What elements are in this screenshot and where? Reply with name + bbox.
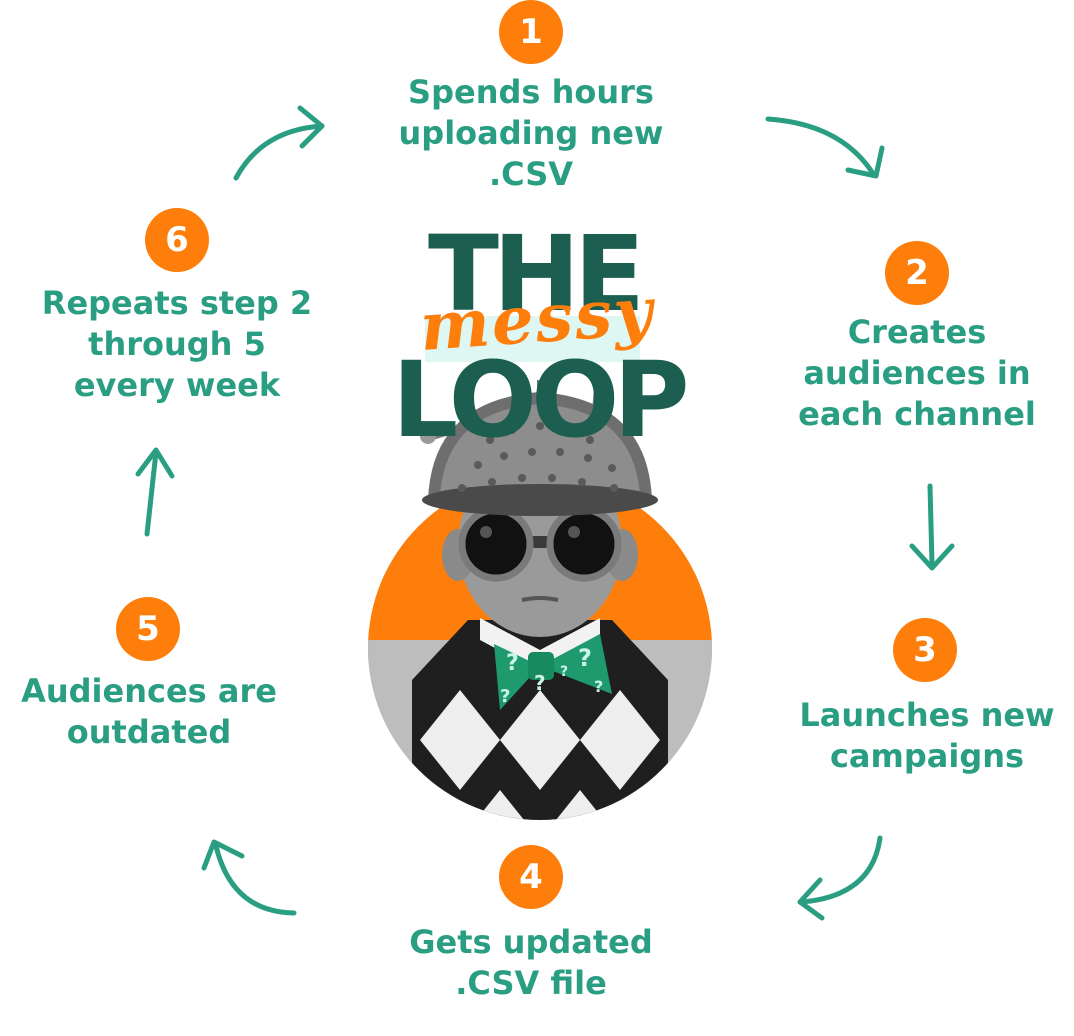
arrow-step1-to-step2 xyxy=(765,116,885,179)
step-3-badge: 3 xyxy=(893,618,957,682)
svg-text:?: ? xyxy=(534,671,546,695)
step-2-badge: 2 xyxy=(885,241,949,305)
title-highlight-band xyxy=(425,316,640,362)
step-4-badge: 4 xyxy=(499,845,563,909)
svg-text:?: ? xyxy=(560,664,568,680)
title-the: THE xyxy=(428,213,645,335)
step-5-label: Audiences are outdated xyxy=(21,672,277,751)
step-1-label: Spends hours uploading new .CSV xyxy=(398,73,664,193)
svg-text:?: ? xyxy=(578,644,592,672)
step-5-badge: 5 xyxy=(116,597,180,661)
colander-helmet xyxy=(420,369,658,516)
svg-text:?: ? xyxy=(594,677,603,696)
step-4-label: Gets updated .CSV file xyxy=(409,923,653,1002)
step-6-badge: 6 xyxy=(145,208,209,272)
svg-text:?: ? xyxy=(500,686,510,707)
step-6-label: Repeats step 2 through 5 every week xyxy=(41,284,313,404)
arrow-step6-to-step1 xyxy=(233,105,325,181)
arrow-step4-to-step5 xyxy=(201,839,297,916)
title-loop: LOOP xyxy=(392,339,690,461)
arrow-step2-to-step3 xyxy=(909,483,955,571)
arrow-step5-to-step6 xyxy=(135,447,175,537)
question-mark-bowtie: ? ? ? ? ? ? xyxy=(494,634,612,710)
step-3-label: Launches new campaigns xyxy=(799,696,1055,775)
arrow-step3-to-step4 xyxy=(797,835,883,921)
svg-text:?: ? xyxy=(506,651,519,676)
step-2-label: Creates audiences in each channel xyxy=(798,313,1036,433)
step-1-badge: 1 xyxy=(499,0,563,64)
